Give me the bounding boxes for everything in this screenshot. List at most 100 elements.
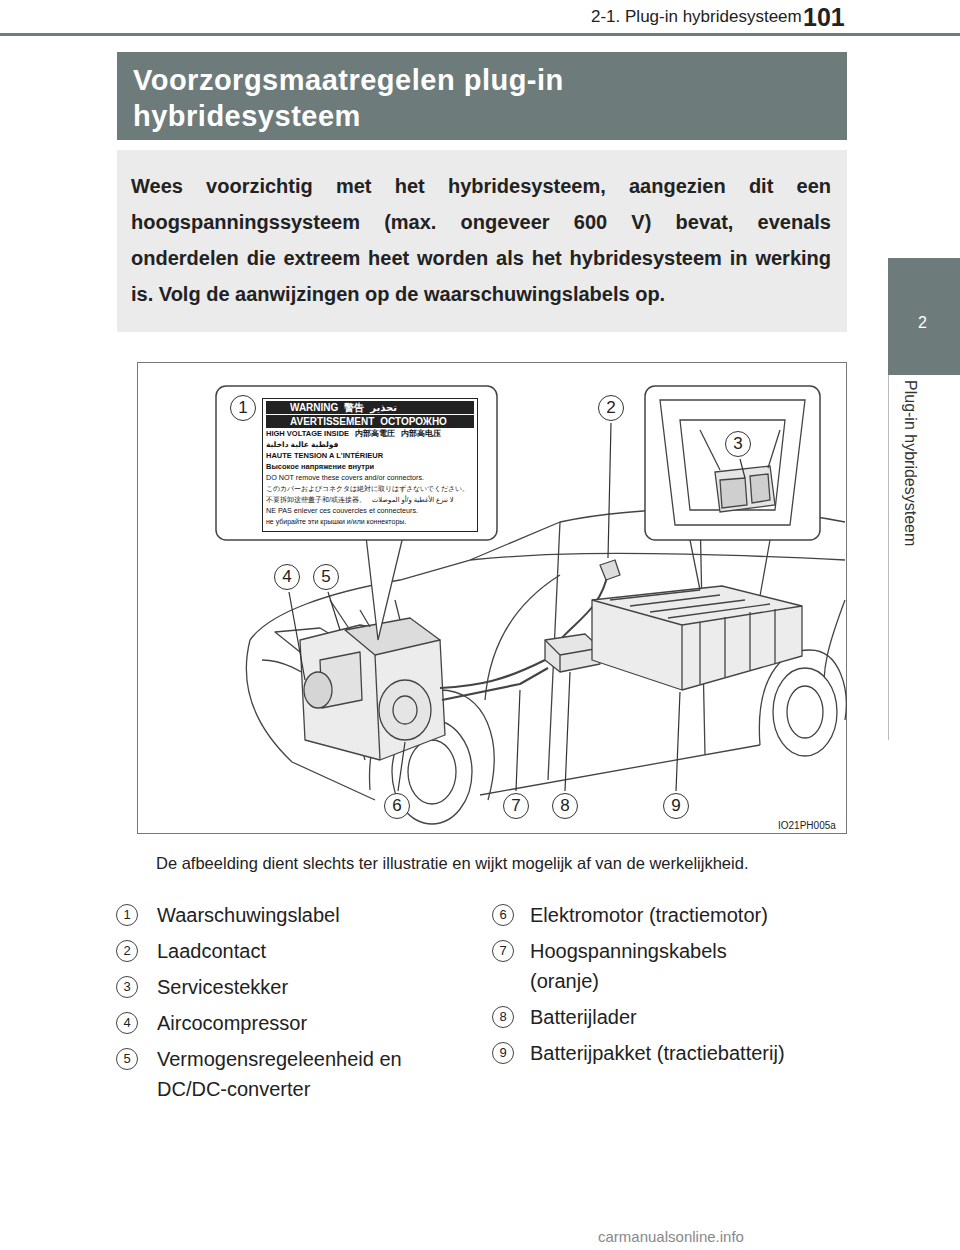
warning-label: WARNING警告تحذيرAVERTISSEMENTОСТОРОЖНОHIGH… (262, 398, 478, 532)
drawing-path (365, 528, 405, 640)
drawing-path (485, 575, 560, 700)
drawing-ellipse (787, 686, 823, 738)
list-number: 3 (116, 976, 138, 998)
intro-text: Wees voorzichtig met het hybridesysteem,… (131, 168, 831, 312)
drawing-path (592, 586, 802, 690)
callout-number: 3 (725, 431, 751, 457)
drawing-path (442, 668, 548, 700)
label-row: AVERTISSEMENT ОСТОРОЖНО (266, 415, 474, 428)
running-header: 2-1. Plug-in hybridesysteem (591, 7, 802, 27)
header-rule (0, 33, 960, 36)
list-number: 6 (492, 904, 514, 926)
part-name: Batterijlader (530, 1002, 830, 1032)
warning-text: HAUTE TENSION A L'INTÉRIEUR (266, 451, 383, 462)
drawing-path (330, 600, 400, 630)
drawing-path (610, 590, 770, 618)
drawing-ellipse (408, 740, 456, 804)
callout-number: 7 (503, 793, 529, 819)
drawing-ellipse (393, 696, 417, 724)
list-number: 8 (492, 1006, 514, 1028)
drawing-path (565, 672, 570, 791)
drawing-path (289, 592, 305, 680)
drawing-path (690, 540, 770, 596)
drawing-path (660, 400, 805, 525)
part-name: Servicestekker (157, 972, 457, 1002)
warning-text: فولطية عالية داخلية (266, 440, 338, 451)
part-name: Elektromotor (tractiemotor) (530, 900, 860, 930)
drawing-path (516, 690, 520, 791)
drawing-path (700, 609, 775, 684)
part-name: Laadcontact (157, 936, 457, 966)
label-row: このカバーおよびコネクタは絶対に取りはずさないでください。 (266, 484, 474, 494)
warning-text: AVERTISSEMENT (290, 415, 374, 428)
part-name: Hoogspanningskabels (oranje) (530, 936, 770, 996)
drawing-rect (216, 386, 497, 540)
service-plug-inset (645, 386, 820, 596)
drawing-path (345, 618, 440, 655)
warning-text: Высокое напряжение внутри (266, 462, 374, 473)
list-number: 9 (492, 1042, 514, 1064)
figure-caption: De afbeelding dient slechts ter illustra… (156, 851, 846, 875)
figure-frame (138, 363, 847, 834)
drawing-path (715, 466, 775, 512)
warning-text: HIGH VOLTAGE INSIDE (266, 429, 349, 440)
car-illustration (246, 509, 846, 824)
drawing-path (480, 745, 760, 795)
callout-number: 9 (663, 793, 689, 819)
drawing-path (600, 560, 620, 580)
part-name: Aircocompressor (157, 1008, 457, 1038)
warning-text: このカバーおよびコネクタは絶対に取りはずさないでください。 (266, 484, 469, 494)
label-row: NE PAS enlever ces couvercles et connect… (266, 506, 474, 516)
drawing-ellipse (773, 668, 837, 756)
drawing-path (680, 420, 785, 510)
list-number: 1 (116, 904, 138, 926)
drawing-path (720, 478, 747, 508)
part-name: Batterijpakket (tractiebatterij) (530, 1038, 860, 1068)
drawing-ellipse (379, 680, 431, 740)
page-number: 101 (803, 3, 845, 32)
drawing-path (398, 742, 405, 791)
title-band (117, 52, 847, 140)
part-name: Waarschuwingslabel (157, 900, 457, 930)
label-row: DO NOT remove these covers and/or connec… (266, 473, 474, 483)
drawing-rect (645, 386, 820, 540)
warning-text: 警告 (344, 401, 364, 414)
list-number: 5 (116, 1048, 138, 1070)
list-number: 4 (116, 1012, 138, 1034)
callout-number: 4 (274, 564, 300, 590)
label-row: 不要拆卸这些盖子和/或连接器。 لا تنزع الأغطية و/أو المو… (266, 495, 474, 505)
label-row: WARNING警告تحذير (266, 401, 474, 414)
drawing-ellipse (304, 672, 332, 708)
watermark: carmanualsonline.info (598, 1228, 744, 1245)
label-row: HIGH VOLTAGE INSIDE 内部高電圧内部高电压 فولطية عالي… (266, 429, 474, 450)
label-inset (216, 386, 497, 640)
warning-text: NE PAS enlever ces couvercles et connect… (266, 506, 418, 516)
drawing-path (470, 553, 845, 560)
warning-text: DO NOT remove these covers and/or connec… (266, 473, 424, 483)
drawing-path (608, 423, 611, 558)
label-row: HAUTE TENSION A L'INTÉRIEURВысокое напря… (266, 451, 474, 472)
drawing-path (700, 430, 780, 470)
list-number: 7 (492, 940, 514, 962)
drawing-path (750, 474, 770, 503)
warning-text: ОСТОРОЖНО (380, 415, 447, 428)
warning-text: تحذير (370, 401, 397, 414)
drawing-path (328, 592, 340, 630)
chapter-name: Plug-in hybridesysteem (901, 380, 919, 546)
list-number: 2 (116, 940, 138, 962)
warning-text: لا تنزع الأغطية و/أو الموصلات (372, 495, 454, 505)
callout-number: 8 (552, 793, 578, 819)
warning-text: 内部高电压 (401, 429, 441, 440)
warning-text: 不要拆卸这些盖子和/或连接器。 (266, 495, 366, 505)
warning-text: не убирайте эти крышки и/или коннекторы. (266, 517, 406, 527)
callout-number: 6 (384, 793, 410, 819)
warning-text: 内部高電圧 (355, 429, 395, 440)
callout-number: 1 (230, 395, 256, 421)
part-name: Vermogensregeleenheid en DC/DC-converter (157, 1044, 447, 1104)
drawing-path (740, 459, 745, 478)
figure-code: IO21PH005a (778, 820, 836, 831)
drawing-path (440, 660, 545, 688)
drawing-path (676, 692, 680, 791)
label-row: не убирайте эти крышки и/или коннекторы. (266, 517, 474, 527)
